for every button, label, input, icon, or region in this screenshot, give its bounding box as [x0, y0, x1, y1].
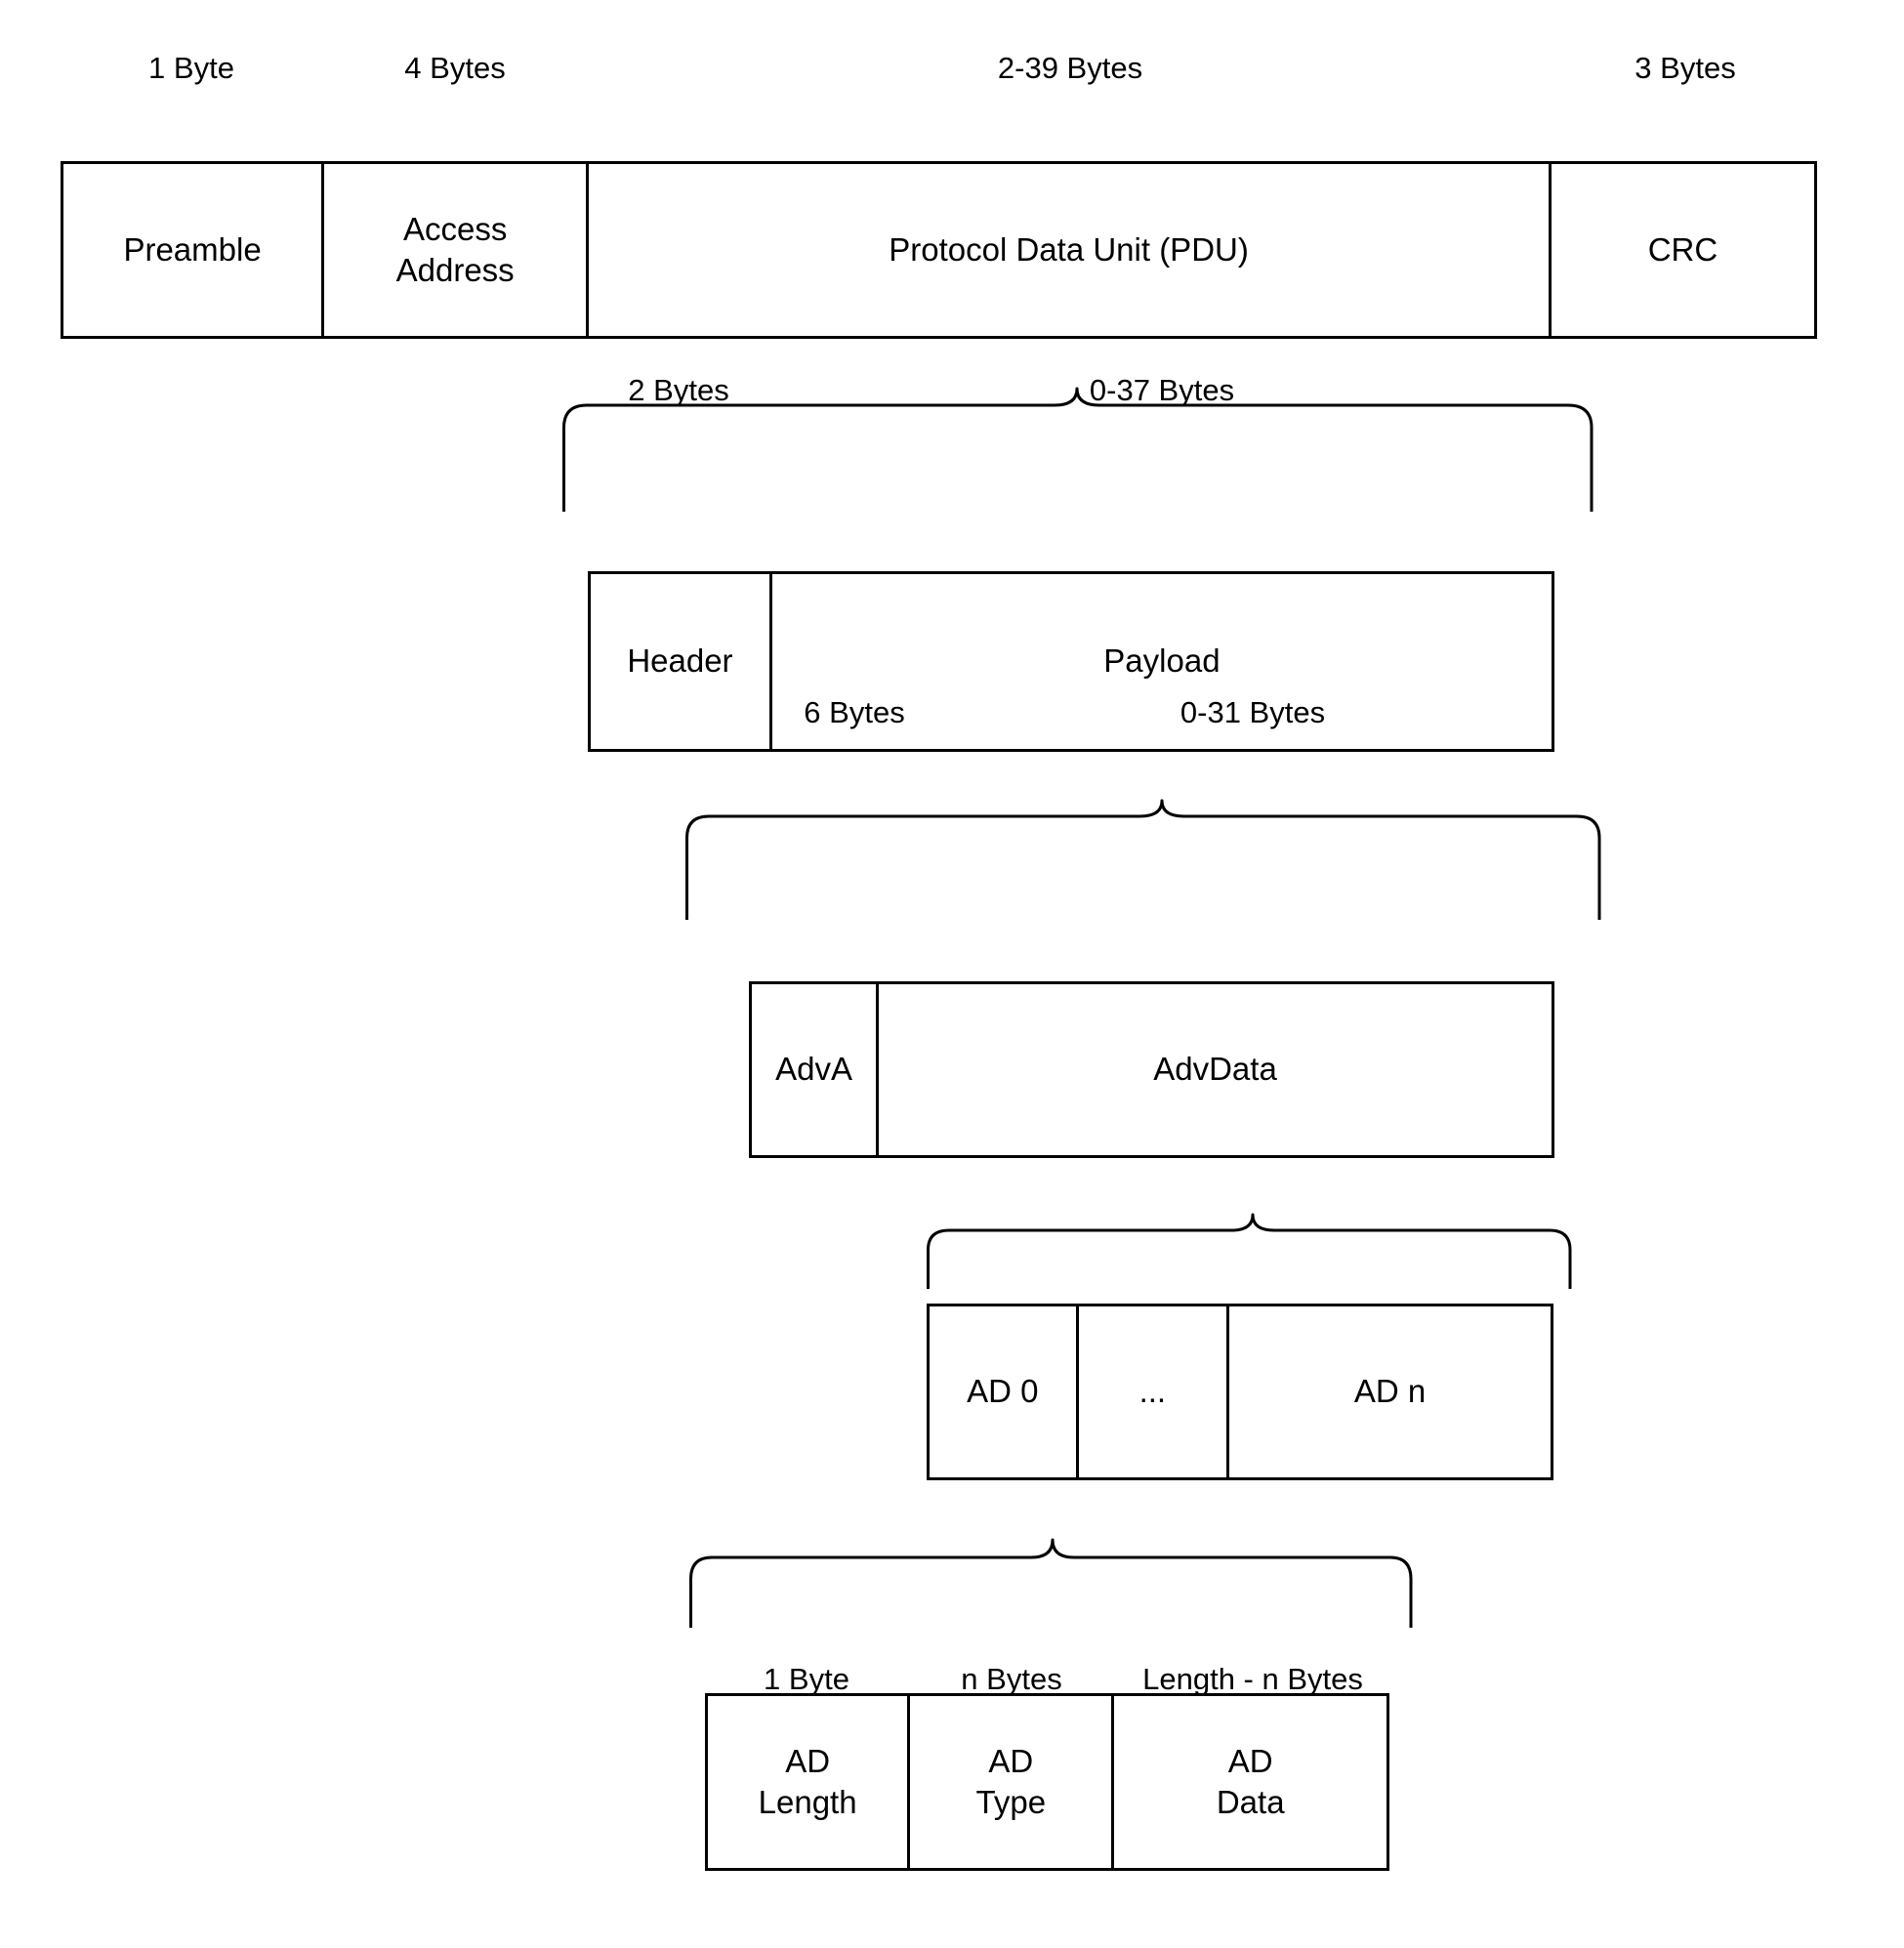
field-ad-n: AD n: [1229, 1306, 1552, 1477]
field-adva: AdvA: [752, 984, 880, 1155]
ad-structure-row: AD Length AD Type AD Data: [705, 1693, 1389, 1871]
field-ad-length: AD Length: [708, 1696, 911, 1868]
field-ad-ellipsis: ...: [1078, 1306, 1230, 1477]
advdata-row: AD 0 ... AD n: [927, 1304, 1553, 1480]
brace-ad-expand: [689, 1538, 1413, 1630]
field-pdu: Protocol Data Unit (PDU): [589, 164, 1552, 336]
brace-pdu-expand: [562, 387, 1594, 514]
size-label-ad-type: n Bytes: [961, 1662, 1062, 1696]
size-label-advdata: 0-31 Bytes: [1180, 695, 1326, 729]
size-label-header: 2 Bytes: [628, 373, 729, 407]
field-ad-data: AD Data: [1114, 1696, 1387, 1868]
size-label-ad-length: 1 Byte: [764, 1662, 849, 1696]
link-layer-packet-row: Preamble Access Address Protocol Data Un…: [61, 161, 1817, 339]
size-label-adva: 6 Bytes: [804, 695, 905, 729]
payload-row: AdvA AdvData: [749, 981, 1554, 1158]
field-ad-type: AD Type: [910, 1696, 1115, 1868]
size-label-pdu: 2-39 Bytes: [997, 51, 1143, 85]
size-label-ad-data: Length - n Bytes: [1142, 1662, 1363, 1696]
size-label-payload: 0-37 Bytes: [1089, 373, 1235, 407]
field-ad-0: AD 0: [930, 1306, 1079, 1477]
brace-payload-expand: [685, 799, 1601, 922]
field-access-address: Access Address: [324, 164, 590, 336]
size-label-crc: 3 Bytes: [1635, 51, 1736, 85]
size-label-access-address: 4 Bytes: [404, 51, 506, 85]
field-advdata: AdvData: [879, 984, 1552, 1155]
pdu-row: Header Payload: [588, 571, 1554, 752]
brace-advdata-expand: [927, 1213, 1572, 1291]
field-crc: CRC: [1551, 164, 1814, 336]
field-preamble: Preamble: [63, 164, 325, 336]
field-header: Header: [591, 574, 772, 749]
size-label-preamble: 1 Byte: [148, 51, 234, 85]
field-payload: Payload: [771, 574, 1552, 749]
